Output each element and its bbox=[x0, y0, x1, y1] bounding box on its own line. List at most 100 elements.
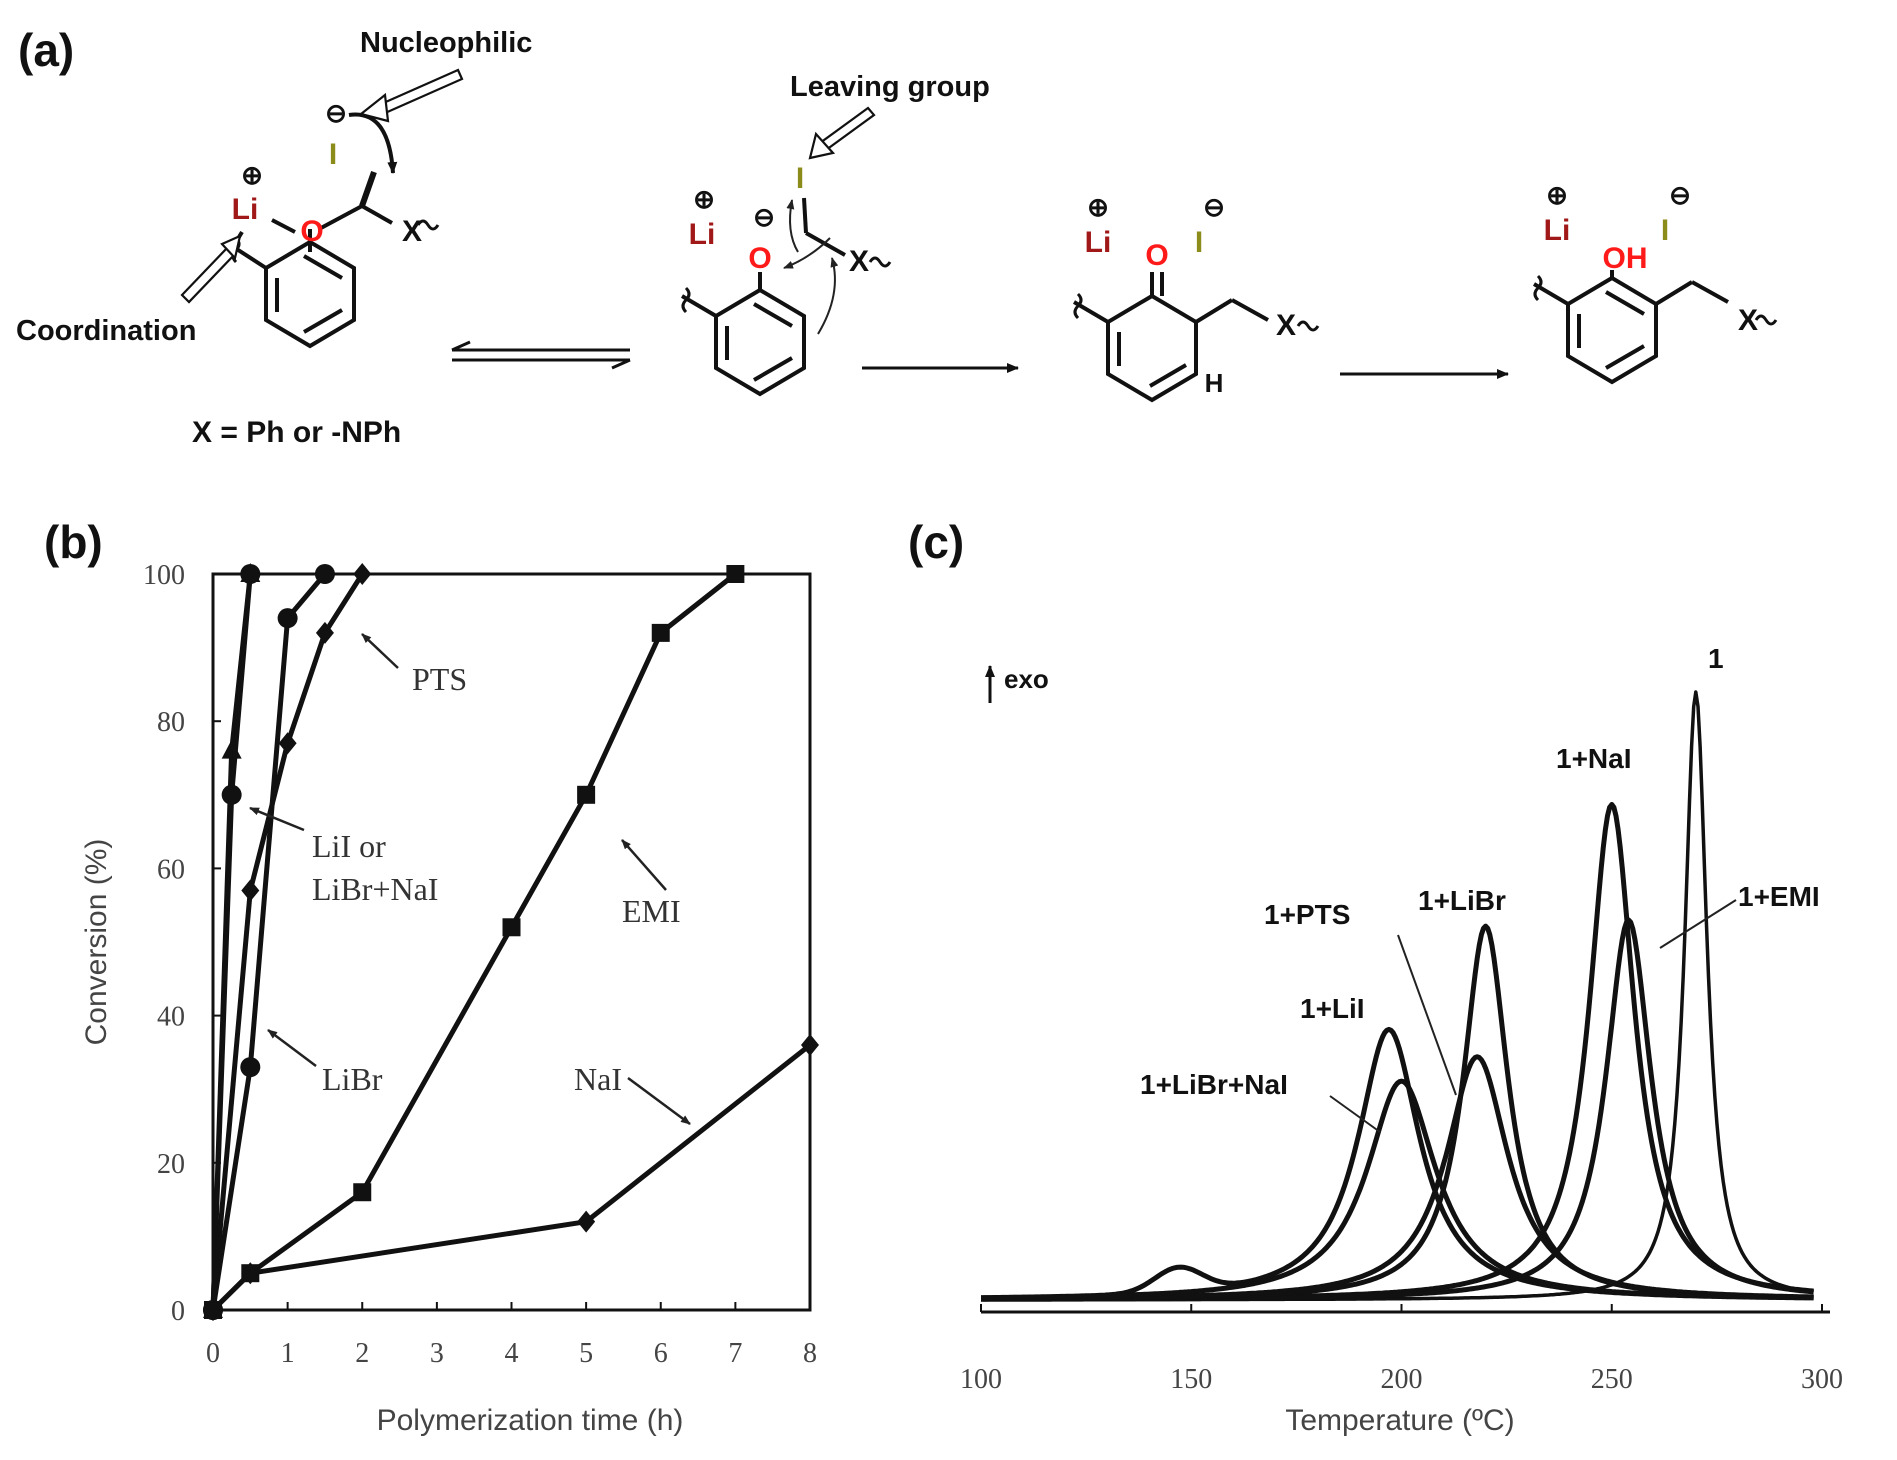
chart-b-series bbox=[203, 563, 819, 1321]
chart-b-pointer-arrows bbox=[249, 633, 691, 1126]
panel-label-a: (a) bbox=[18, 24, 74, 76]
annotation-1-pts: 1+PTS bbox=[1264, 899, 1350, 930]
data-point bbox=[204, 1299, 222, 1321]
coordination-arrow bbox=[180, 245, 237, 304]
series-line bbox=[211, 1043, 812, 1312]
chart-b-xlabel: Polymerization time (h) bbox=[377, 1404, 684, 1437]
chart-c-series bbox=[980, 690, 1814, 1302]
chart-b-annotations: PTS LiI or LiBr+NaI LiBr EMI NaI bbox=[312, 661, 681, 1097]
series-line bbox=[210, 572, 327, 1311]
xtick-label: 0 bbox=[206, 1338, 220, 1369]
atom-li-3: Li bbox=[1085, 226, 1112, 259]
ytick-label: 100 bbox=[143, 560, 185, 591]
data-point bbox=[577, 1210, 596, 1233]
charge-minus-3: ⊖ bbox=[1203, 192, 1225, 222]
charge-minus-2: ⊖ bbox=[753, 202, 775, 232]
xtick-label: 200 bbox=[1381, 1364, 1423, 1395]
molecule-4 bbox=[1532, 270, 1778, 385]
xtick-label: 4 bbox=[505, 1338, 519, 1369]
chart-b-ylabel: Conversion (%) bbox=[80, 839, 113, 1046]
molecule-1 bbox=[222, 171, 440, 349]
series-line bbox=[210, 572, 365, 1311]
panel-label-c: (c) bbox=[908, 516, 964, 568]
data-point bbox=[241, 879, 260, 902]
data-point bbox=[651, 623, 670, 642]
annotation-emi: EMI bbox=[622, 893, 681, 929]
data-point bbox=[278, 732, 297, 755]
data-point bbox=[314, 564, 335, 584]
xtick-label: 7 bbox=[728, 1338, 742, 1369]
data-point bbox=[353, 563, 372, 585]
xtick-label: 2 bbox=[355, 1338, 369, 1369]
charge-minus-1: ⊖ bbox=[325, 98, 347, 128]
leaving-arrow bbox=[818, 106, 876, 152]
nucleophilic-arrow-head bbox=[358, 92, 390, 123]
leader-1-pts bbox=[1397, 934, 1457, 1096]
dsc-curve-6 bbox=[980, 1078, 1814, 1301]
exo-label: exo bbox=[1004, 664, 1049, 694]
xtick-label: 100 bbox=[960, 1364, 1002, 1395]
xtick-label: 3 bbox=[430, 1338, 444, 1369]
data-point bbox=[240, 564, 261, 584]
atom-li-4: Li bbox=[1544, 214, 1571, 247]
li-o-bond-1 bbox=[271, 218, 296, 234]
label-coordination: Coordination bbox=[16, 315, 196, 347]
label-nucleophilic: Nucleophilic bbox=[360, 27, 532, 59]
annotation-1-lii: 1+LiI bbox=[1300, 993, 1365, 1024]
atom-o-1: O bbox=[300, 215, 323, 248]
data-point bbox=[240, 1057, 261, 1078]
atom-x-3: X bbox=[1276, 309, 1296, 342]
atom-o-2: O bbox=[748, 242, 771, 275]
annotation-pts: PTS bbox=[412, 661, 467, 697]
hollow-arrows bbox=[180, 68, 876, 304]
annotation-lii-or: LiI or bbox=[312, 828, 386, 864]
data-point bbox=[726, 565, 745, 583]
pointer-emi bbox=[621, 839, 667, 891]
leader-1-emi bbox=[1659, 899, 1737, 949]
dsc-curve-1 bbox=[980, 802, 1814, 1302]
label-x-definition: X = Ph or -NPh bbox=[192, 416, 401, 449]
attack-arrow-1 bbox=[348, 112, 398, 174]
pointer-lii bbox=[249, 806, 305, 832]
charge-plus-1: ⊕ bbox=[241, 160, 263, 190]
data-point bbox=[801, 1034, 819, 1057]
panel-label-b: (b) bbox=[44, 516, 103, 568]
chart-b-frame bbox=[211, 572, 812, 1312]
ytick-label: 40 bbox=[157, 1002, 185, 1033]
dsc-curve-4 bbox=[980, 1054, 1814, 1302]
xtick-label: 1 bbox=[281, 1338, 295, 1369]
chart-c-leader-lines bbox=[1329, 899, 1737, 1133]
charge-minus-4: ⊖ bbox=[1669, 180, 1691, 210]
xtick-label: 8 bbox=[803, 1338, 817, 1369]
charge-plus-4: ⊕ bbox=[1546, 180, 1568, 210]
data-point bbox=[353, 1183, 372, 1202]
annotation-1: 1 bbox=[1708, 643, 1724, 674]
annotation-1-nai: 1+NaI bbox=[1556, 743, 1632, 774]
annotation-1-libr-nai: 1+LiBr+NaI bbox=[1140, 1069, 1288, 1100]
xtick-label: 150 bbox=[1170, 1364, 1212, 1395]
data-point bbox=[502, 918, 521, 937]
molecule-3 bbox=[1072, 272, 1320, 403]
annotation-1-emi: 1+EMI bbox=[1738, 881, 1820, 912]
charge-plus-2: ⊕ bbox=[693, 184, 715, 214]
atom-i-1: I bbox=[329, 138, 337, 171]
data-point bbox=[221, 739, 242, 759]
atom-li-1: Li bbox=[232, 193, 259, 226]
data-point bbox=[221, 784, 242, 805]
atom-li-2: Li bbox=[689, 218, 716, 251]
data-point bbox=[277, 608, 298, 629]
series-line bbox=[211, 572, 737, 1312]
annotation-1-libr: 1+LiBr bbox=[1418, 885, 1506, 916]
annotation-nai: NaI bbox=[574, 1061, 622, 1097]
dsc-curve-0 bbox=[981, 690, 1814, 1302]
ytick-label: 0 bbox=[171, 1296, 185, 1327]
atom-o-3: O bbox=[1145, 239, 1168, 272]
annotation-libr-nai: LiBr+NaI bbox=[312, 871, 438, 907]
atom-i-2: I bbox=[796, 162, 804, 195]
leader-1-libr-nai bbox=[1329, 1095, 1381, 1133]
